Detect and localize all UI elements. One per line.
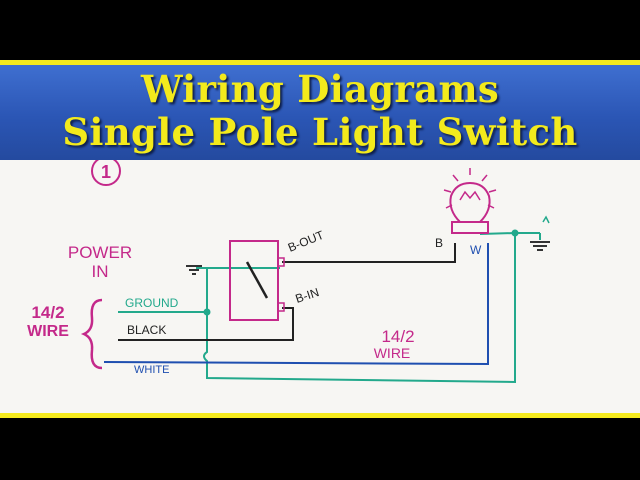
switch-out-terminal-label: B-OUT — [286, 228, 326, 255]
cable-left-type: WIRE — [27, 323, 69, 340]
single-pole-switch — [229, 240, 285, 321]
cable-brace — [80, 298, 103, 370]
ground-wire — [118, 229, 540, 384]
light-bulb-icon — [443, 168, 497, 234]
cable-right-type: WIRE — [374, 345, 411, 361]
ground-symbol-icon — [186, 265, 207, 275]
bottom-letterbox — [0, 420, 640, 480]
neutral-wire — [103, 243, 489, 366]
lamp-black-terminal-label: B — [435, 236, 443, 250]
cable-right-size: 14/2 — [381, 327, 414, 346]
banner-bottom-rule — [0, 413, 640, 418]
whiteboard — [0, 160, 640, 413]
banner-top-rule — [0, 60, 640, 65]
step-number: 1 — [101, 162, 111, 182]
title-banner — [0, 65, 640, 160]
top-letterbox — [0, 0, 640, 62]
lamp-white-terminal-label: W — [470, 243, 482, 257]
black-wire-label: BLACK — [127, 323, 166, 337]
power-in-label-2: IN — [92, 262, 109, 281]
step-number-badge: 1 — [91, 160, 121, 186]
title-line-2: Single Pole Light Switch — [62, 110, 578, 154]
title-line-1: Wiring Diagrams — [140, 67, 500, 111]
ground-symbol-icon — [530, 215, 550, 251]
wiring-diagram: 1 POWER IN 14/2 WIRE GROUND BLACK WHITE — [27, 160, 550, 384]
cable-left-size: 14/2 — [31, 303, 64, 322]
power-in-label-1: POWER — [68, 243, 132, 262]
white-wire-label: WHITE — [134, 364, 169, 376]
ground-wire-label: GROUND — [125, 296, 179, 310]
switch-in-terminal-label: B-IN — [294, 285, 321, 306]
hot-wire — [118, 243, 456, 341]
